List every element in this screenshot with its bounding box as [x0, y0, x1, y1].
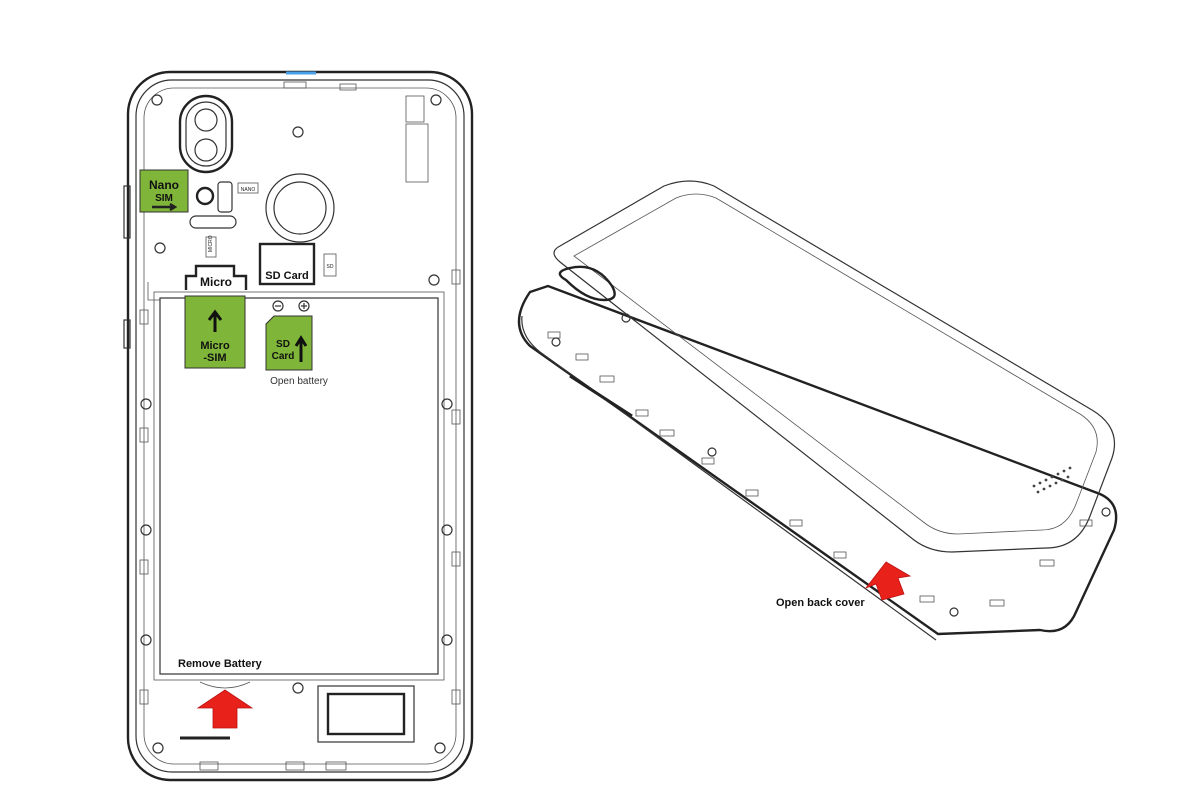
top-clip: [340, 84, 356, 90]
phone-body-outline: [519, 286, 1116, 634]
body-screws: [552, 338, 1110, 616]
sd-tiny-label: SD: [327, 264, 334, 270]
fingerprint-outer: [266, 174, 334, 242]
plus-terminal-sign: [301, 303, 307, 309]
phone-interior: NANO Nano SIM Micro SD Card SD Micro -SI…: [124, 72, 472, 780]
fingerprint-sensor-icon: [274, 182, 326, 234]
camera-lens-bottom-icon: [195, 139, 217, 161]
back-cover: [554, 181, 1115, 552]
bottom-clip-left: [200, 762, 218, 770]
nano-sim-line1: Nano: [149, 178, 179, 192]
nano-tray-clip: [218, 182, 232, 212]
nano-tiny-label: NANO: [241, 187, 256, 193]
bottom-clip-mid: [286, 762, 304, 770]
micro-slot-label: Micro: [200, 275, 232, 289]
micro-sim-line1: Micro: [200, 340, 230, 352]
open-battery-label: Open battery: [270, 376, 328, 387]
nano-sim-line2: SIM: [155, 193, 173, 204]
screw-icon: [293, 127, 303, 137]
micro-sim-line2: -SIM: [203, 352, 226, 364]
remove-battery-label: Remove Battery: [178, 658, 263, 670]
open-back-cover-label: Open back cover: [776, 597, 865, 609]
micro-latch: [190, 216, 236, 228]
phone-body-edge: [522, 316, 936, 640]
sd-slot-label: SD Card: [265, 270, 308, 282]
flash-icon: [197, 188, 213, 204]
micro-tiny-label: MICRO: [208, 235, 214, 252]
sd-card-line2: Card: [272, 351, 295, 362]
camera-lens-top-icon: [195, 109, 217, 131]
back-cover-inner-panel: [574, 194, 1097, 534]
phone-back-view: Open back cover: [519, 181, 1116, 640]
bottom-clip-right: [326, 762, 346, 770]
top-slot: [284, 82, 306, 88]
speaker-grill: [328, 694, 404, 734]
remove-battery-arrow-icon: [198, 690, 252, 728]
sd-card-line1: SD: [276, 339, 290, 350]
camera-module-inner: [186, 102, 226, 166]
battery-pull-tab: [200, 682, 250, 688]
